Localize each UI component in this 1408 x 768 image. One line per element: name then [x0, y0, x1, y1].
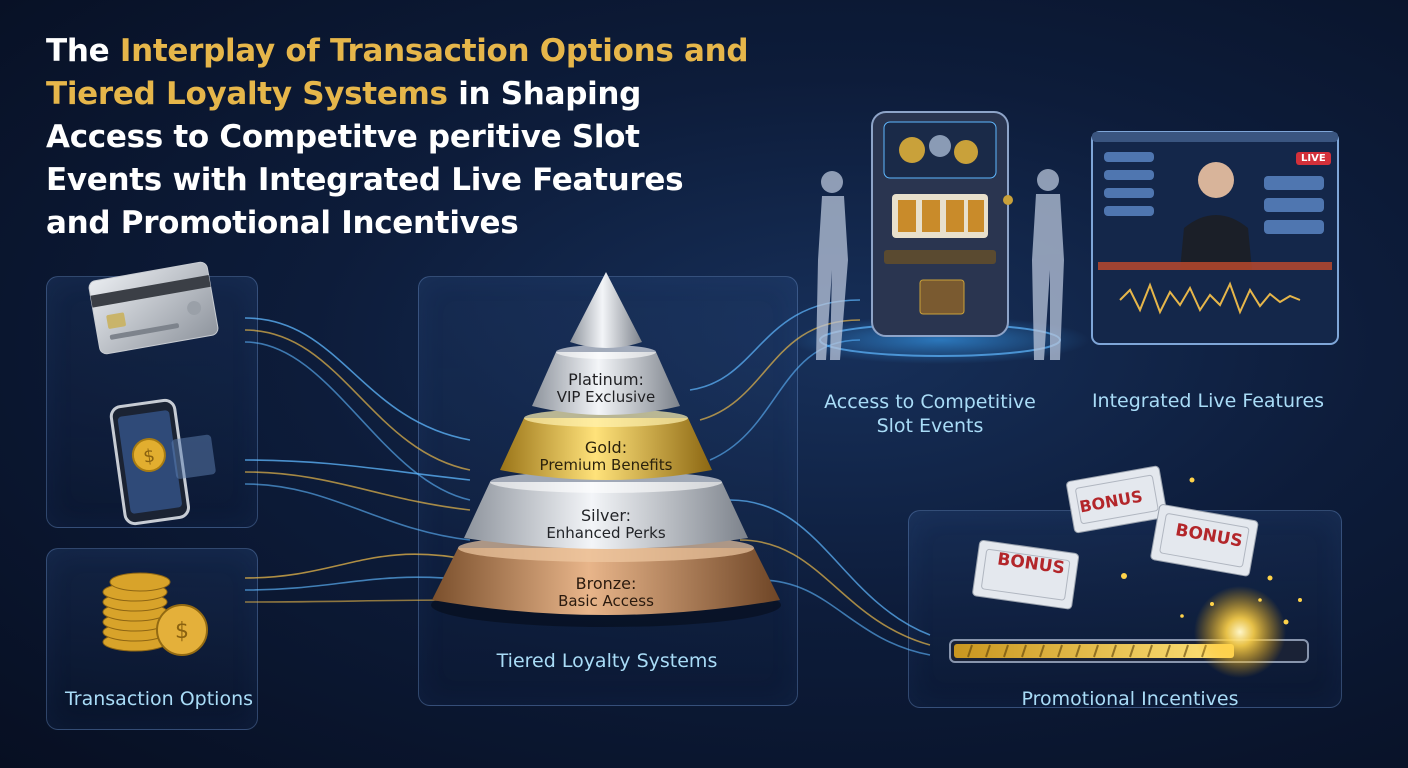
tier-gold-label: Gold: Premium Benefits: [516, 438, 696, 474]
tier-desc: VIP Exclusive: [536, 388, 676, 406]
tier-name: Silver:: [506, 506, 706, 525]
credit-card-icon: [88, 261, 219, 355]
tier-name: Platinum:: [536, 370, 676, 389]
integrated-live-label: Integrated Live Features: [1078, 390, 1338, 412]
tier-platinum-label: Platinum: VIP Exclusive: [536, 370, 676, 406]
svg-text:$: $: [175, 619, 189, 644]
tier-silver-label: Silver: Enhanced Perks: [506, 506, 706, 542]
live-badge: LIVE: [1296, 152, 1331, 165]
tier-name: Bronze:: [506, 574, 706, 593]
coins-icon: $: [103, 573, 207, 655]
connector-lines-left: [245, 318, 470, 602]
tier-desc: Basic Access: [506, 592, 706, 610]
transaction-options-label: Transaction Options: [46, 688, 272, 710]
tier-name: Gold:: [516, 438, 696, 457]
tier-desc: Premium Benefits: [516, 456, 696, 474]
tier-desc: Enhanced Perks: [506, 524, 706, 542]
tiered-loyalty-label: Tiered Loyalty Systems: [418, 650, 796, 672]
smartphone-icon: $: [110, 395, 221, 525]
promotional-incentives-label: Promotional Incentives: [908, 688, 1352, 710]
tier-bronze-label: Bronze: Basic Access: [506, 574, 706, 610]
pyramid-top: [570, 272, 642, 348]
sparkle-icon: [1194, 586, 1286, 678]
access-slot-events-label: Access to Competitive Slot Events: [808, 390, 1052, 438]
